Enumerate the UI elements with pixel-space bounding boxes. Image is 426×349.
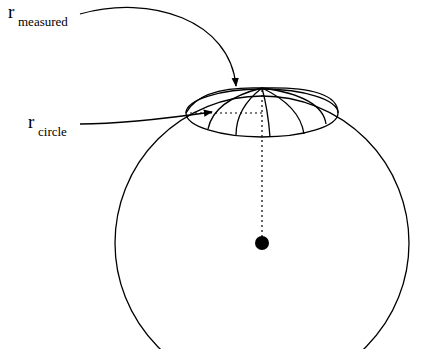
leader-arrow [80, 112, 212, 124]
variable-symbol: r [8, 2, 14, 21]
subscript-label: circle [38, 125, 67, 138]
center-dot [255, 236, 269, 250]
variable-symbol: r [28, 112, 34, 131]
radius-dotted [261, 90, 262, 238]
leader-arrow [80, 7, 236, 86]
subscript-label: measured [18, 15, 68, 28]
sphere-outline [115, 96, 409, 349]
